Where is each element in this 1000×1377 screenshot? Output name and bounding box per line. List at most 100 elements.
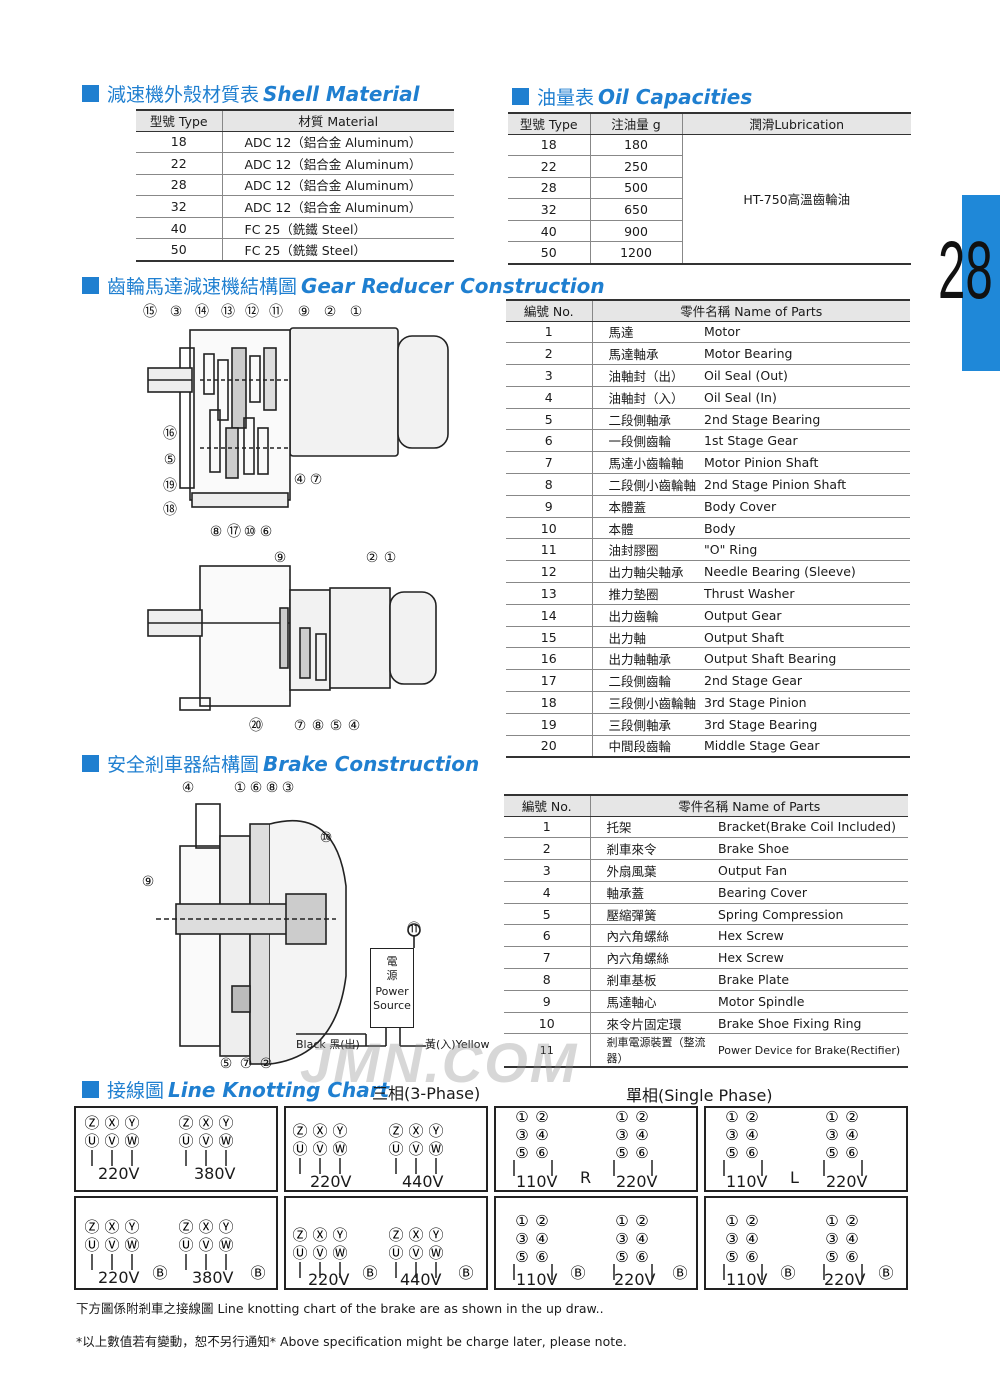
shell-material-title-zh: 減速機外殼材質表 [107, 84, 260, 106]
rotation-label: R [580, 1168, 592, 1187]
page-tab [962, 195, 1000, 371]
part-number-cell: 6 [506, 429, 592, 453]
wiring-terminals: ⓏⓊⓍⓋⓎⓌⓏⓊⓍⓋⓎⓌⓏⓊⓍⓋⓎⓌⓏⓊⓍⓋⓎⓌⓏⓊⓍⓋⓎⓌⓏⓊⓍⓋⓎⓌⓏⓊⓍⓋ… [84, 1108, 893, 1282]
callout-label: ① [350, 304, 363, 320]
voltage-label: 220V [310, 1172, 352, 1191]
terminal-label: ④ [635, 1230, 648, 1248]
terminal-label: ③ [515, 1230, 528, 1248]
part-number-cell: 3 [506, 364, 592, 387]
part-number-cell: 13 [506, 582, 592, 605]
terminal-label: Ⓤ [84, 1236, 99, 1254]
terminal-label: ① [615, 1108, 628, 1126]
wiring-box-brake-220-440: 220V 440V [284, 1196, 488, 1290]
callout-label: ① [384, 550, 397, 566]
terminal-label: ⑥ [535, 1144, 548, 1162]
terminal-label: Ⓧ [408, 1226, 423, 1244]
terminal-label: Ⓨ [332, 1226, 347, 1244]
part-name-zh-cell: 剎車電源裝置（整流器） [589, 1033, 714, 1069]
oil-amount-cell: 250 [589, 155, 682, 178]
part-name-en-cell: Needle Bearing (Sleeve) [700, 560, 910, 584]
part-name-zh-cell: 內六角螺絲 [589, 924, 714, 948]
terminal-label: ① [615, 1212, 628, 1230]
part-name-en-cell: 2nd Stage Pinion Shaft [700, 473, 910, 496]
part-name-en-cell: Motor Bearing [700, 342, 910, 366]
type-cell: 18 [508, 134, 590, 157]
terminal-label: Ⓥ [408, 1140, 423, 1158]
terminal-label: Ⓑ [250, 1264, 265, 1282]
power-source-box: 電 源 Power Source [370, 948, 414, 1028]
section-square-icon [82, 277, 99, 294]
part-number-cell: 2 [506, 342, 592, 366]
part-name-zh-cell: 剎車基板 [589, 968, 714, 991]
terminal-label: Ⓩ [178, 1218, 193, 1236]
terminal-label: ③ [615, 1126, 628, 1144]
terminal-label: ② [635, 1108, 648, 1126]
terminal-label: Ⓩ [292, 1226, 307, 1244]
part-name-zh-cell: 二段側小齒輪軸 [591, 473, 700, 496]
part-number-cell: 9 [506, 495, 592, 518]
callout-label: ⑤ [164, 452, 177, 468]
part-name-zh-cell: 外扇風葉 [589, 859, 714, 882]
terminal-label: Ⓤ [388, 1140, 403, 1158]
terminal-label: Ⓥ [104, 1132, 119, 1150]
oil-amount-cell: 1200 [589, 241, 682, 265]
terminal-label: Ⓦ [332, 1244, 347, 1262]
terminal-label: Ⓦ [428, 1140, 443, 1158]
callout-label: ⑫ [245, 304, 259, 320]
terminal-label: ⑥ [635, 1144, 648, 1162]
terminal-label: ② [845, 1212, 858, 1230]
part-name-zh-cell: 本體 [591, 517, 700, 540]
callout-label: ⑨ [274, 550, 287, 566]
table-header: 型號 Type [508, 112, 590, 135]
terminal-label: Ⓑ [672, 1264, 687, 1282]
part-number-cell: 19 [506, 713, 592, 736]
terminal-label: Ⓦ [124, 1236, 139, 1254]
terminal-label: Ⓑ [458, 1264, 473, 1282]
terminal-label: Ⓑ [570, 1264, 585, 1282]
callout-label: ⑬ [221, 304, 235, 320]
part-name-en-cell: Brake Shoe [714, 837, 908, 861]
part-number-cell: 3 [504, 859, 590, 882]
terminal-label: ② [535, 1212, 548, 1230]
part-name-en-cell: 2nd Stage Bearing [700, 408, 910, 431]
terminal-label: ⑤ [515, 1248, 528, 1266]
part-number-cell: 4 [504, 881, 590, 904]
terminal-label: ③ [725, 1126, 738, 1144]
part-name-en-cell: Brake Plate [714, 968, 908, 991]
callout-label: ② [260, 1056, 273, 1070]
part-name-zh-cell: 出力齒輪 [591, 604, 700, 627]
part-number-cell: 7 [506, 451, 592, 475]
voltage-label: 380V [192, 1268, 234, 1287]
power-en-2: Source [373, 999, 411, 1012]
terminal-label: ① [515, 1212, 528, 1230]
brake-title-en: Brake Construction [263, 751, 480, 776]
part-number-cell: 15 [506, 626, 592, 649]
gear-reducer-title-en: Gear Reducer Construction [301, 273, 605, 298]
terminal-label: ⑥ [845, 1144, 858, 1162]
terminal-label: Ⓥ [312, 1244, 327, 1262]
terminal-label: ⑤ [615, 1144, 628, 1162]
page-number: 28 [938, 225, 993, 316]
table-header: 材質 Material [221, 109, 454, 132]
terminal-label: Ⓧ [408, 1122, 423, 1140]
terminal-label: Ⓨ [428, 1122, 443, 1140]
part-name-en-cell: Bearing Cover [714, 881, 908, 904]
type-cell: 22 [136, 152, 222, 175]
